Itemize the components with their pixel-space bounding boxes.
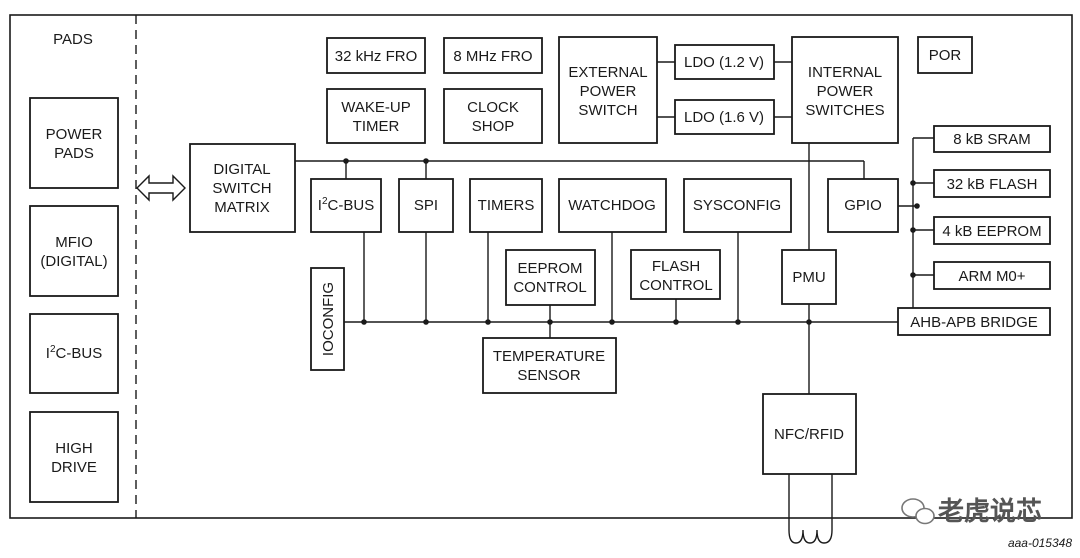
svg-text:POWER: POWER <box>580 83 637 100</box>
svg-text:SYSCONFIG: SYSCONFIG <box>693 197 781 214</box>
ldo-1v2-block: LDO (1.2 V) <box>674 44 775 80</box>
pads-title: PADS <box>53 31 93 48</box>
external-power-switch-block: EXTERNAL POWER SWITCH <box>558 36 658 144</box>
pmu-block: PMU <box>781 249 837 305</box>
figure-id: aaa-015348 <box>1008 536 1072 550</box>
svg-text:POWER: POWER <box>817 83 874 100</box>
svg-text:32 kHz FRO: 32 kHz FRO <box>335 48 418 65</box>
svg-text:TEMPERATURE: TEMPERATURE <box>493 348 605 365</box>
svg-text:WATCHDOG: WATCHDOG <box>568 197 656 214</box>
svg-text:POR: POR <box>929 47 962 64</box>
timers-block: TIMERS <box>469 178 543 233</box>
sysconfig-block: SYSCONFIG <box>683 178 792 233</box>
svg-text:TIMERS: TIMERS <box>478 197 535 214</box>
svg-text:8 kB SRAM: 8 kB SRAM <box>953 131 1031 148</box>
ldo-1v6-block: LDO (1.6 V) <box>674 99 775 135</box>
outer-frame <box>9 14 1073 519</box>
power-pads-block: POWER PADS <box>29 97 119 189</box>
svg-text:SWITCH: SWITCH <box>578 102 637 119</box>
por-block: POR <box>917 36 973 74</box>
svg-text:AHB-APB BRIDGE: AHB-APB BRIDGE <box>910 314 1038 331</box>
svg-text:EEPROM: EEPROM <box>517 260 582 277</box>
svg-text:4 kB EEPROM: 4 kB EEPROM <box>942 223 1041 240</box>
svg-text:32 kB FLASH: 32 kB FLASH <box>947 176 1038 193</box>
watchdog-block: WATCHDOG <box>558 178 667 233</box>
watermark: 老虎说芯 <box>901 497 1042 527</box>
temperature-sensor-block: TEMPERATURE SENSOR <box>482 337 617 394</box>
gpio-block: GPIO <box>827 178 899 233</box>
svg-text:CLOCK: CLOCK <box>467 99 519 116</box>
svg-text:CONTROL: CONTROL <box>639 277 712 294</box>
svg-text:SWITCH: SWITCH <box>212 180 271 197</box>
fro-8mhz-block: 8 MHz FRO <box>443 37 543 74</box>
internal-power-switches-block: INTERNAL POWER SWITCHES <box>791 36 899 144</box>
svg-text:HIGH: HIGH <box>55 440 93 457</box>
svg-text:CONTROL: CONTROL <box>513 279 586 296</box>
spi-block: SPI <box>398 178 454 233</box>
svg-text:MFIO: MFIO <box>55 234 93 251</box>
digital-switch-matrix-block: DIGITAL SWITCH MATRIX <box>189 143 296 233</box>
svg-text:I2C-BUS: I2C-BUS <box>318 196 374 214</box>
sram-block: 8 kB SRAM <box>933 125 1051 153</box>
arm-m0-block: ARM M0+ <box>933 261 1051 290</box>
svg-text:(DIGITAL): (DIGITAL) <box>40 253 107 270</box>
svg-text:EXTERNAL: EXTERNAL <box>568 64 647 81</box>
svg-text:SENSOR: SENSOR <box>517 367 581 384</box>
svg-text:I2C-BUS: I2C-BUS <box>46 344 102 362</box>
svg-text:8 MHz FRO: 8 MHz FRO <box>453 48 532 65</box>
flash-control-block: FLASH CONTROL <box>630 249 721 300</box>
connection-wires <box>295 61 934 544</box>
ioconfig-block: IOCONFIG <box>310 267 345 371</box>
eeprom-memory-block: 4 kB EEPROM <box>933 216 1051 245</box>
svg-text:SWITCHES: SWITCHES <box>805 102 884 119</box>
wakeup-timer-block: WAKE-UP TIMER <box>326 88 426 144</box>
double-arrow-icon <box>136 174 186 202</box>
svg-text:FLASH: FLASH <box>652 258 700 275</box>
svg-text:SPI: SPI <box>414 197 438 214</box>
watermark-text: 老虎说芯 <box>938 497 1042 527</box>
nfc-rfid-block: NFC/RFID <box>762 393 857 475</box>
svg-text:GPIO: GPIO <box>844 197 882 214</box>
svg-text:IOCONFIG: IOCONFIG <box>320 282 337 356</box>
wechat-logo-icon <box>901 498 935 525</box>
mfio-pads-block: MFIO (DIGITAL) <box>29 205 119 297</box>
svg-text:WAKE-UP: WAKE-UP <box>341 99 410 116</box>
junction-dots <box>343 158 920 325</box>
svg-text:PADS: PADS <box>54 145 94 162</box>
svg-text:LDO (1.6 V): LDO (1.6 V) <box>684 109 764 126</box>
svg-text:NFC/RFID: NFC/RFID <box>774 426 844 443</box>
clock-shop-block: CLOCK SHOP <box>443 88 543 144</box>
eeprom-control-block: EEPROM CONTROL <box>505 249 596 306</box>
i2c-bus-block: I2C-BUS <box>310 178 382 233</box>
fro-32khz-block: 32 kHz FRO <box>326 37 426 74</box>
svg-text:LDO (1.2 V): LDO (1.2 V) <box>684 54 764 71</box>
svg-text:INTERNAL: INTERNAL <box>808 64 882 81</box>
svg-text:PMU: PMU <box>792 269 825 286</box>
svg-text:ARM M0+: ARM M0+ <box>958 268 1025 285</box>
svg-text:DIGITAL: DIGITAL <box>213 161 270 178</box>
flash-memory-block: 32 kB FLASH <box>933 169 1051 198</box>
i2c-pads-block: I2C-BUS <box>29 313 119 394</box>
svg-text:DRIVE: DRIVE <box>51 459 97 476</box>
svg-text:SHOP: SHOP <box>472 118 515 135</box>
svg-text:MATRIX: MATRIX <box>214 199 270 216</box>
ahb-apb-bridge-block: AHB-APB BRIDGE <box>897 307 1051 336</box>
high-drive-pads-block: HIGH DRIVE <box>29 411 119 503</box>
svg-text:TIMER: TIMER <box>353 118 400 135</box>
svg-text:POWER: POWER <box>46 126 103 143</box>
